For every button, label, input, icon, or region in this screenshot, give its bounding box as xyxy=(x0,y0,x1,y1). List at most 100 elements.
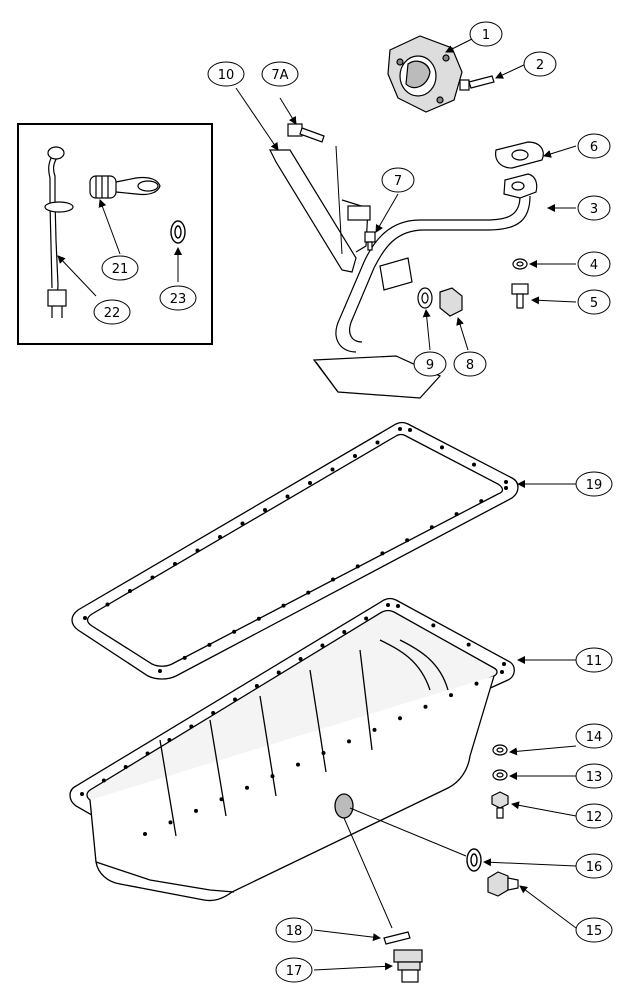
bolt-hole xyxy=(320,643,325,648)
svg-text:5: 5 xyxy=(590,296,598,311)
bolt-hole xyxy=(240,521,245,526)
sealing-washer-23 xyxy=(170,220,186,244)
bolt-hole xyxy=(466,642,471,647)
leader-lines xyxy=(57,37,577,971)
bolt-hole xyxy=(396,604,400,608)
callout-3: 3 xyxy=(577,195,611,221)
bolt-hole xyxy=(195,548,200,553)
bolt-hole xyxy=(375,440,380,445)
bolt-hole xyxy=(145,751,150,756)
bolt-hole xyxy=(479,499,484,504)
callout-21: 21 xyxy=(101,255,139,281)
callout-9: 9 xyxy=(413,351,447,377)
svg-text:3: 3 xyxy=(590,202,598,217)
bolt-hole xyxy=(500,670,504,674)
bolt-hole xyxy=(298,657,303,661)
washer-4-part xyxy=(512,258,528,270)
bolt-hole xyxy=(80,792,84,796)
clamp-part xyxy=(379,257,413,291)
callout-5: 5 xyxy=(577,289,611,315)
pin-18-part xyxy=(383,931,411,945)
callout-13: 13 xyxy=(575,763,613,789)
bolt-hole xyxy=(256,616,261,621)
bolt-hole xyxy=(454,512,459,517)
oil-pan-part xyxy=(69,597,515,902)
bolt-hole xyxy=(321,751,326,755)
callout-19: 19 xyxy=(575,471,613,497)
bolt-hole xyxy=(167,738,172,742)
svg-text:23: 23 xyxy=(170,292,187,307)
bolt-hole xyxy=(182,655,187,660)
bolt-hole xyxy=(353,454,357,458)
bolt-hole xyxy=(504,480,508,484)
svg-text:19: 19 xyxy=(586,478,603,493)
seal-16-part xyxy=(466,848,482,872)
washer-9-part xyxy=(417,287,433,309)
bolt-hole xyxy=(342,630,347,634)
bolt-hole xyxy=(158,669,162,673)
suction-tube-part xyxy=(335,173,538,353)
bolt-7a-part xyxy=(287,123,325,143)
bolt-hole xyxy=(245,785,249,790)
callout-2: 2 xyxy=(523,51,557,77)
bolt-2-part xyxy=(459,75,495,91)
bolt-hole xyxy=(405,538,410,543)
oil-pan-bolt-holes xyxy=(80,603,506,836)
pickup-bracket-part xyxy=(312,355,441,399)
nut-8-part xyxy=(439,287,463,317)
callout-1: 1 xyxy=(469,21,503,47)
bolt-hole xyxy=(423,704,428,709)
bolt-hole xyxy=(143,832,147,836)
bolt-hole xyxy=(281,603,286,608)
svg-text:7: 7 xyxy=(394,174,402,189)
callout-12: 12 xyxy=(575,803,613,829)
svg-text:4: 4 xyxy=(590,258,598,273)
bolt-hole xyxy=(330,467,335,472)
callout-7: 7 xyxy=(381,167,415,193)
callout-8: 8 xyxy=(453,351,487,377)
bolt-hole xyxy=(150,575,155,580)
bolt-hole xyxy=(398,427,402,431)
bolt-hole xyxy=(218,535,222,539)
heater-plug-17-part xyxy=(393,949,423,983)
svg-text:1: 1 xyxy=(482,28,490,43)
bolt-hole xyxy=(123,765,128,769)
bolt-hole xyxy=(306,590,311,595)
svg-text:9: 9 xyxy=(426,358,434,373)
svg-text:13: 13 xyxy=(586,770,603,785)
bolt-hole xyxy=(232,629,237,634)
bolt-hole xyxy=(308,481,312,485)
oil-pump-part xyxy=(387,35,463,113)
svg-text:8: 8 xyxy=(466,358,474,373)
svg-text:2: 2 xyxy=(536,58,544,73)
svg-text:15: 15 xyxy=(586,924,603,939)
bolt-hole xyxy=(347,739,351,744)
wiring-harness-part xyxy=(44,146,74,318)
bolt-hole xyxy=(270,774,275,779)
bolt-12-part xyxy=(491,791,509,819)
bolt-hole xyxy=(472,462,476,467)
bolt-hole xyxy=(207,642,212,647)
bolt-hole xyxy=(101,778,106,783)
svg-text:21: 21 xyxy=(112,262,129,277)
callout-23: 23 xyxy=(159,285,197,311)
callout-15: 15 xyxy=(575,917,613,943)
svg-text:12: 12 xyxy=(586,810,603,825)
svg-text:17: 17 xyxy=(286,964,303,979)
svg-text:6: 6 xyxy=(590,140,598,155)
bolt-hole xyxy=(128,589,132,593)
bolt-hole xyxy=(296,762,300,767)
bolt-hole xyxy=(211,711,216,715)
bolt-hole xyxy=(398,716,402,721)
bolt-hole xyxy=(474,681,479,686)
inset-box xyxy=(17,123,213,345)
bolt-hole xyxy=(219,797,224,802)
bolt-hole xyxy=(254,684,259,688)
callout-6: 6 xyxy=(577,133,611,159)
washer-14-part xyxy=(492,744,508,756)
bolt-hole xyxy=(355,564,360,569)
support-bracket-part xyxy=(269,149,371,273)
callout-11: 11 xyxy=(575,647,613,673)
